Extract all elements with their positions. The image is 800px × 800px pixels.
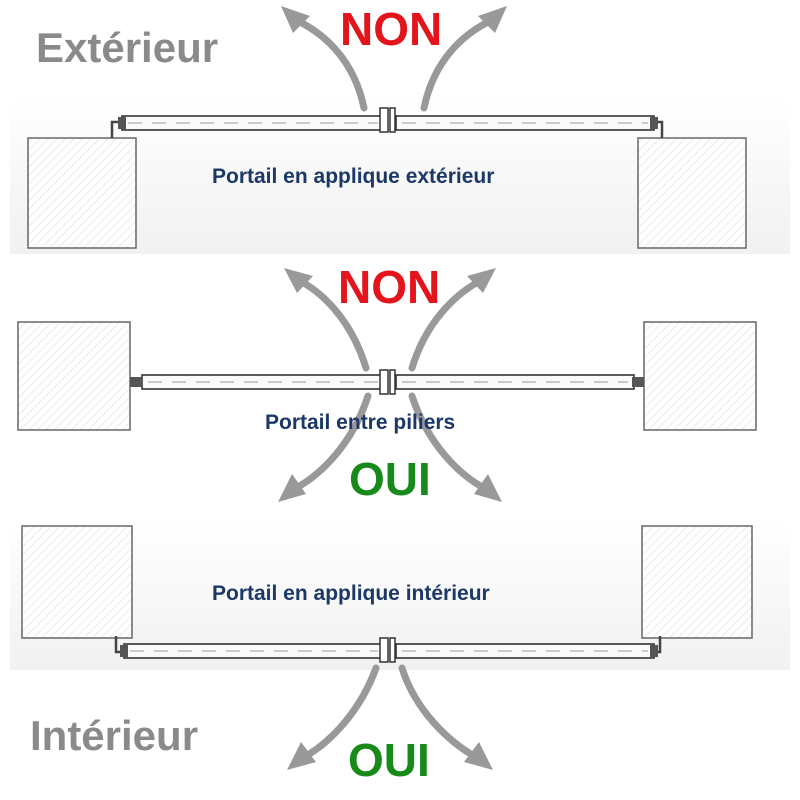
pillar-left [17,321,131,431]
pillar-right [641,525,753,639]
scenario-1-answer-non: NON [340,3,443,55]
gate-leaf-left [130,369,389,395]
scenario-entre-piliers [17,268,757,502]
scenario-2-answer-oui: OUI [349,453,431,505]
pillar-left [27,137,137,249]
pillar-left [21,525,133,639]
arrows-inward-3 [287,664,493,770]
arrows-outward-2 [284,268,496,372]
gate-leaf-right [389,107,658,133]
gate-leaf-right [389,369,644,395]
gate-leaf-left [118,107,389,133]
scenario-applique-interieur [10,520,790,770]
arrows-outward-1 [281,6,507,112]
pillar-right [643,321,757,431]
scenario-2-caption: Portail entre piliers [265,411,456,434]
interior-label: Intérieur [30,712,199,759]
gate-leaf-right [389,637,658,663]
scenario-1-caption: Portail en applique extérieur [212,165,495,188]
pillar-right [637,137,747,249]
gate-leaf-left [120,637,389,663]
exterior-label: Extérieur [36,24,219,71]
arrows-inward-2 [278,392,502,502]
scenario-2-answer-non: NON [338,261,441,313]
scenario-3-answer-oui: OUI [348,734,430,786]
scenario-applique-exterieur [10,6,790,254]
scenario-3-caption: Portail en applique intérieur [212,582,490,605]
